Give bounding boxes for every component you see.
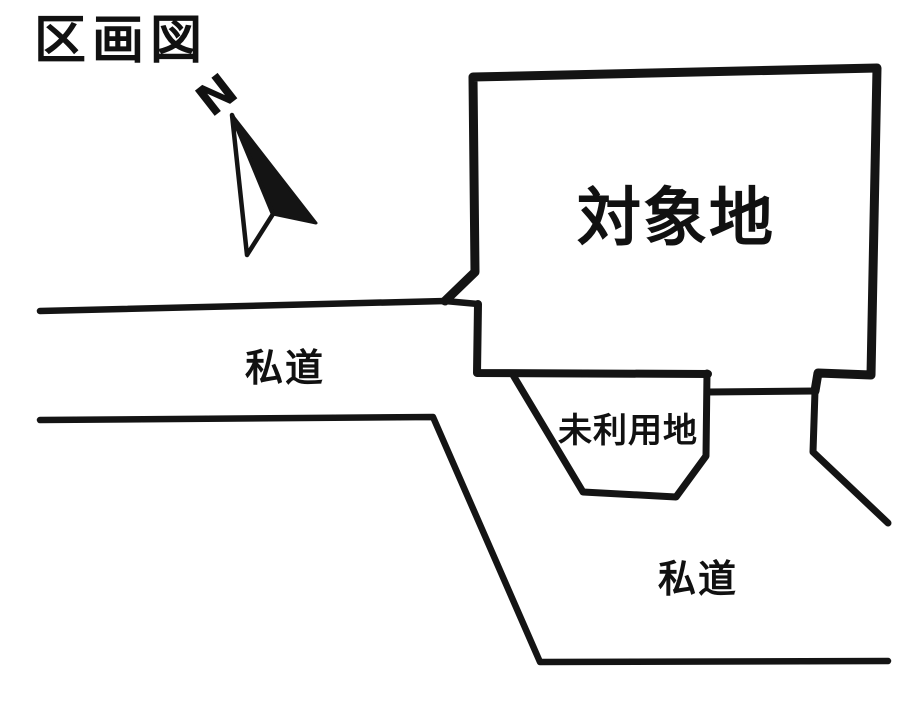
lower-private-road-label: 私道 xyxy=(658,557,738,601)
unused-land-outline xyxy=(509,369,711,501)
north-label: N xyxy=(187,64,247,127)
unused-land-label: 未利用地 xyxy=(558,411,698,451)
north-arrow-light-half xyxy=(229,112,276,258)
lower-road-edge xyxy=(36,413,892,666)
boundary-below-subject-site xyxy=(704,387,819,396)
subject-site-outline xyxy=(440,63,882,396)
upper-road-top-edge xyxy=(36,297,482,315)
right-parcel-diagonal-boundary xyxy=(809,387,892,527)
upper-private-road-label: 私道 xyxy=(245,346,325,390)
subject-site-label: 対象地 xyxy=(577,182,775,256)
diagram-title: 区画図 xyxy=(34,11,208,71)
subject-site-bottom-edge xyxy=(473,300,712,378)
north-arrow-icon: N xyxy=(187,64,318,258)
